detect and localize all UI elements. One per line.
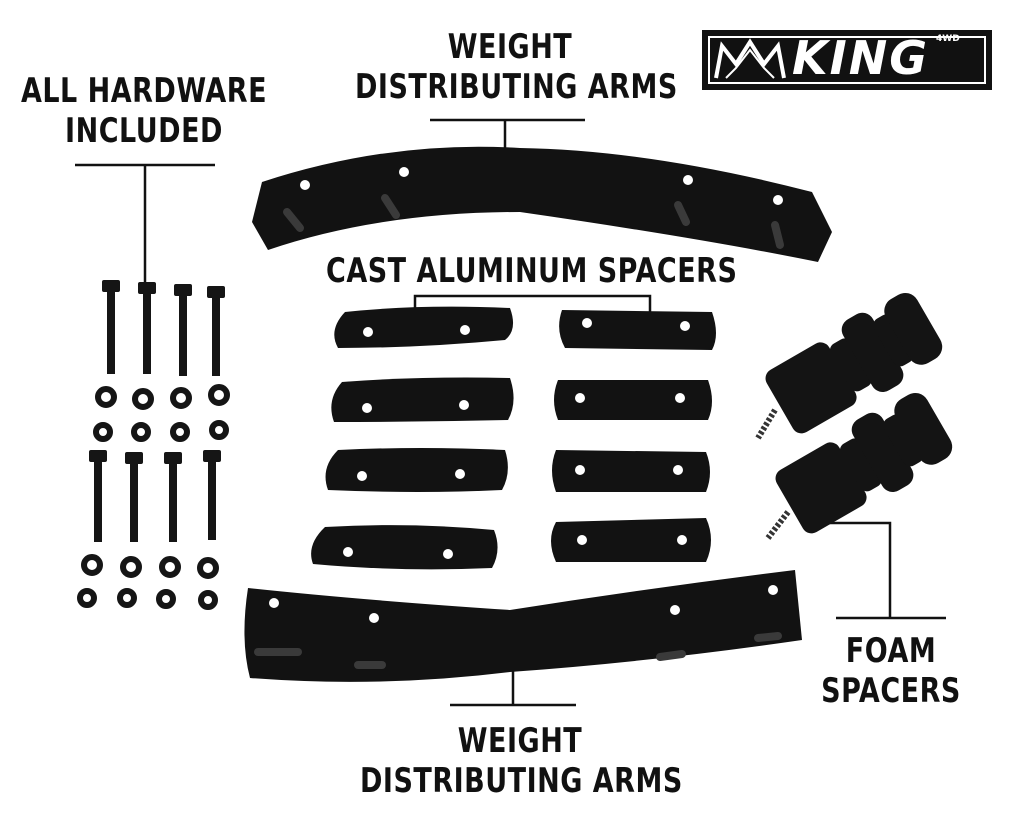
spacer-right-4	[551, 518, 711, 562]
foam-spacer-1	[755, 292, 943, 440]
hardware-label-line2: INCLUDED	[65, 112, 223, 151]
spacer-left-1	[334, 306, 514, 348]
bottom-arms-label-line1: WEIGHT	[457, 722, 583, 761]
spacer-left-4	[311, 525, 498, 570]
bottom-arms-label: WEIGHT DISTRIBUTING ARMS	[360, 722, 683, 802]
logo-border	[708, 36, 986, 84]
hardware-bolts	[89, 280, 225, 542]
cast-aluminum-spacers-text: CAST ALUMINUM SPACERS	[326, 252, 738, 291]
hardware-label-line1: ALL HARDWARE	[20, 72, 268, 111]
foam-spacers-label-line2: SPACERS	[821, 672, 961, 711]
king-4wd-logo: KING 4WD	[702, 30, 992, 90]
crown-icon	[714, 38, 786, 79]
hardware-washers	[77, 384, 230, 610]
top-weight-distributing-arm	[252, 146, 832, 262]
logo-wordmark: KING	[792, 31, 930, 85]
foam-spacers-label: FOAM SPACERS	[816, 632, 966, 712]
cast-aluminum-spacers	[311, 306, 716, 570]
top-arms-label-line2: DISTRIBUTING ARMS	[355, 68, 678, 107]
top-arms-label: WEIGHT DISTRIBUTING ARMS	[355, 28, 678, 108]
bottom-weight-distributing-arm	[244, 570, 802, 682]
top-arms-label-line1: WEIGHT	[447, 28, 573, 67]
spacer-right-3	[552, 450, 710, 492]
bottom-arms-label-line2: DISTRIBUTING ARMS	[360, 762, 683, 801]
foam-spacers-label-line1: FOAM	[845, 632, 937, 671]
spacer-right-2	[554, 380, 712, 420]
spacer-left-2	[331, 377, 514, 422]
foam-spacer-2	[765, 392, 953, 540]
logo-subtext: 4WD	[936, 34, 960, 44]
spacer-right-1	[559, 310, 716, 350]
cast-aluminum-spacers-label: CAST ALUMINUM SPACERS	[326, 252, 738, 292]
hardware-label: ALL HARDWARE INCLUDED	[20, 72, 268, 152]
spacer-left-3	[325, 448, 508, 492]
